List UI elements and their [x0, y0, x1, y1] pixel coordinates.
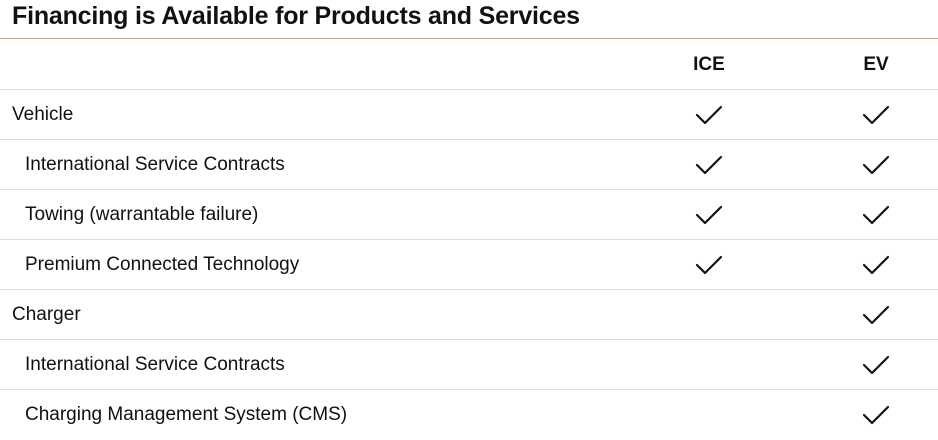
table-row: Premium Connected Technology [0, 240, 938, 290]
checkmark-icon [689, 140, 729, 189]
table-header-row: ICE EV [0, 40, 938, 90]
checkmark-icon [856, 240, 896, 289]
table-row: Vehicle [0, 90, 938, 140]
checkmark-icon [856, 190, 896, 239]
column-header-ev: EV [863, 53, 889, 75]
checkmark-icon [856, 90, 896, 139]
checkmark-icon [856, 390, 896, 440]
table-row: International Service Contracts [0, 140, 938, 190]
row-label: Vehicle [12, 103, 74, 125]
column-header-ice: ICE [693, 53, 725, 75]
checkmark-icon [856, 290, 896, 339]
row-label: Charging Management System (CMS) [25, 404, 348, 425]
row-label: International Service Contracts [25, 153, 285, 175]
row-label: Charger [12, 303, 81, 325]
row-label: International Service Contracts [25, 353, 285, 375]
checkmark-icon [689, 90, 729, 139]
table-row: Charger [0, 290, 938, 340]
checkmark-icon [856, 340, 896, 389]
row-label: Premium Connected Technology [25, 253, 300, 275]
page-title: Financing is Available for Products and … [12, 2, 580, 30]
table-row: Towing (warrantable failure) [0, 190, 938, 240]
table-row: Charging Management System (CMS) [0, 390, 938, 440]
row-label: Towing (warrantable failure) [25, 203, 259, 225]
checkmark-icon [856, 140, 896, 189]
checkmark-icon [689, 240, 729, 289]
table-row: International Service Contracts [0, 340, 938, 390]
title-divider [0, 38, 938, 39]
checkmark-icon [689, 190, 729, 239]
